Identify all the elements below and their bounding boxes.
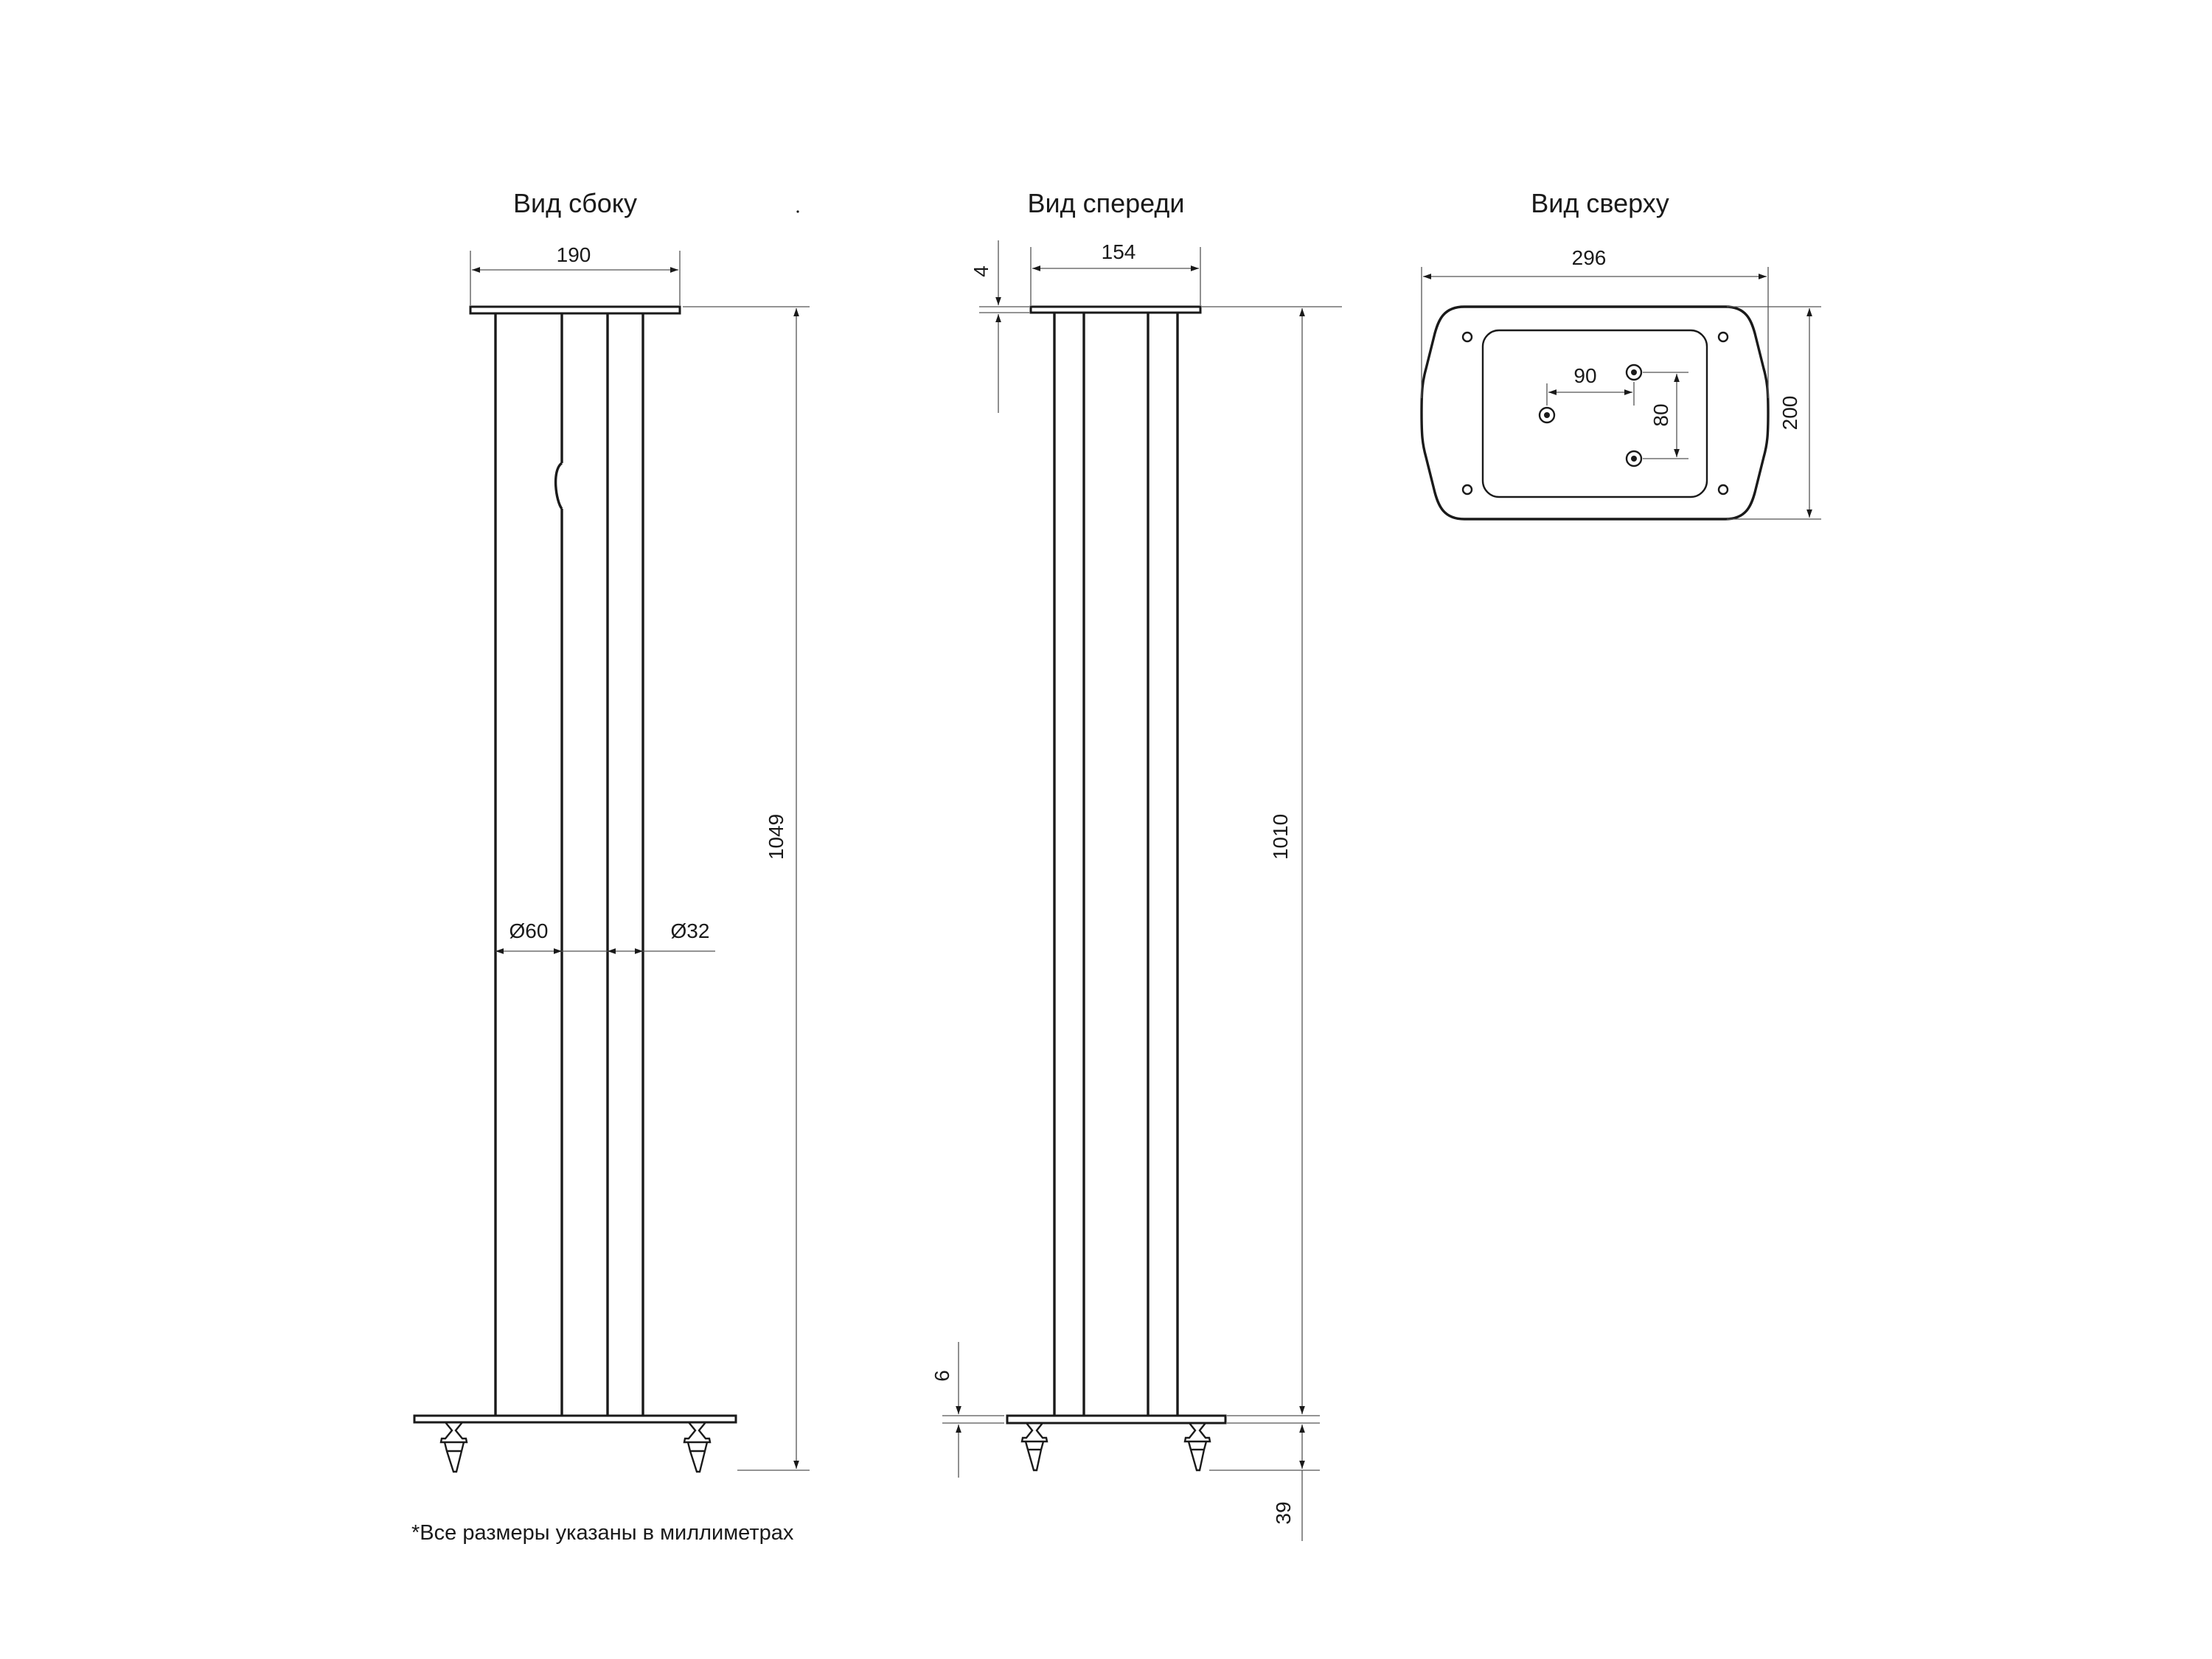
dim-top-plate-thickness-label: 4 — [970, 265, 992, 277]
side-base-plate — [413, 1414, 737, 1424]
dim-hole-spacing-y: 80 — [1643, 372, 1688, 459]
dim-base-plate-thickness: 6 — [931, 1342, 1004, 1478]
dim-front-width: 154 — [1030, 240, 1201, 305]
front-view: Вид спереди 154 — [931, 188, 1342, 1541]
dim-side-width-label: 190 — [557, 243, 591, 266]
dim-side-height: 1049 — [683, 306, 810, 1471]
dim-front-height-label: 1010 — [1269, 814, 1292, 860]
dim-pillar-large: Ø60 — [495, 919, 608, 954]
top-plate-recess — [1481, 329, 1708, 498]
top-view: Вид сверху 90 80 — [1420, 188, 1821, 521]
dim-side-width: 190 — [470, 243, 681, 305]
dim-hole-spacing-x-label: 90 — [1573, 364, 1596, 387]
dim-front-width-label: 154 — [1102, 240, 1136, 263]
dim-hole-spacing-y-label: 80 — [1649, 403, 1672, 426]
corner-hole-icon — [1717, 331, 1729, 343]
front-pillar-left — [1053, 313, 1085, 1416]
dim-top-width: 296 — [1421, 246, 1769, 398]
dim-spike-height: 39 — [1209, 1422, 1320, 1541]
side-pillar-large — [494, 313, 563, 1416]
corner-hole-icon — [1717, 484, 1729, 495]
dim-top-depth: 200 — [1727, 306, 1821, 520]
side-pillar-small — [606, 313, 644, 1416]
top-plate-outline — [1420, 305, 1770, 521]
dim-spike-height-label: 39 — [1272, 1501, 1295, 1524]
front-spike-left — [1020, 1422, 1048, 1472]
mount-hole-icon — [1625, 450, 1643, 467]
side-top-plate — [469, 305, 681, 315]
dim-pillar-large-label: Ø60 — [509, 919, 549, 942]
dim-hole-spacing-x: 90 — [1546, 364, 1635, 406]
top-view-title: Вид сверху — [1531, 188, 1669, 218]
mount-holes — [1538, 364, 1643, 467]
mount-hole-icon — [1538, 406, 1556, 424]
dim-top-plate-thickness: 4 — [970, 240, 1029, 413]
front-base-plate — [1006, 1414, 1227, 1425]
front-view-title: Вид спереди — [1027, 188, 1184, 218]
dim-side-height-label: 1049 — [765, 814, 787, 860]
corner-hole-icon — [1461, 484, 1473, 495]
side-spike-right — [683, 1422, 712, 1473]
dim-top-depth-label: 200 — [1778, 396, 1801, 431]
corner-hole-icon — [1461, 331, 1473, 343]
dim-pillar-small: Ø32 — [608, 919, 715, 954]
side-view: Вид сбоку — [411, 188, 810, 1545]
stray-mark — [796, 210, 799, 213]
dim-top-width-label: 296 — [1572, 246, 1607, 269]
dim-pillar-small-label: Ø32 — [671, 919, 710, 942]
mount-hole-icon — [1625, 364, 1643, 381]
front-top-plate — [1029, 305, 1202, 314]
front-spike-right — [1183, 1422, 1211, 1472]
dim-front-height: 1010 — [1202, 306, 1342, 1416]
side-spike-left — [439, 1422, 468, 1473]
corner-holes — [1461, 331, 1729, 495]
front-pillar-right — [1147, 313, 1179, 1416]
dim-base-plate-thickness-label: 6 — [931, 1370, 953, 1382]
footnote: *Все размеры указаны в миллиметрах — [411, 1521, 794, 1545]
side-view-title: Вид сбоку — [513, 188, 637, 218]
